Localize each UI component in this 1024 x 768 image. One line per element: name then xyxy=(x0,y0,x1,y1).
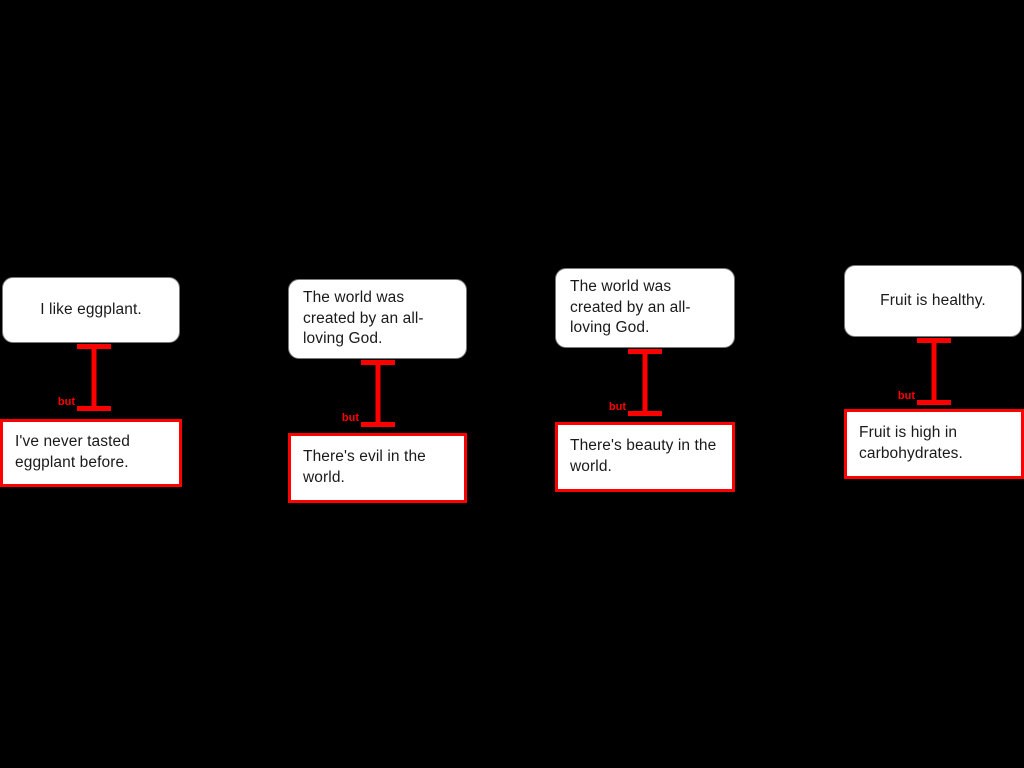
claim-node-4-text: Fruit is healthy. xyxy=(880,291,986,309)
connector-top-cap-icon xyxy=(917,338,951,343)
connector-bottom-cap-icon xyxy=(361,422,395,427)
objection-node-1-text: I've never tasted eggplant before. xyxy=(15,433,130,471)
connector-stem-icon xyxy=(931,342,937,401)
connector-bottom-cap-icon xyxy=(628,411,662,416)
claim-node-2[interactable]: The world was created by an all-loving G… xyxy=(288,279,467,359)
connector-stem-icon xyxy=(642,353,648,412)
claim-node-3-text: The world was created by an all-loving G… xyxy=(570,278,691,337)
objection-node-3[interactable]: There's beauty in the world. xyxy=(555,422,735,492)
objection-connector-1[interactable]: but xyxy=(58,344,114,411)
claim-node-1-text: I like eggplant. xyxy=(40,300,142,318)
relation-label-4: but xyxy=(897,390,915,402)
objection-connector-2[interactable]: but xyxy=(342,360,398,427)
connector-top-cap-icon xyxy=(628,349,662,354)
objection-node-2-text: There's evil in the world. xyxy=(303,448,426,486)
objection-connector-3[interactable]: but xyxy=(609,349,665,416)
claim-node-4[interactable]: Fruit is healthy. xyxy=(844,265,1022,337)
objection-node-4-text: Fruit is high in carbohydrates. xyxy=(859,424,963,462)
claim-node-1[interactable]: I like eggplant. xyxy=(2,277,180,343)
objection-node-2[interactable]: There's evil in the world. xyxy=(288,433,467,503)
connector-stem-icon xyxy=(91,348,97,407)
connector-top-cap-icon xyxy=(77,344,111,349)
claim-node-2-text: The world was created by an all-loving G… xyxy=(303,289,424,348)
relation-label-2: but xyxy=(341,412,359,424)
objection-node-4[interactable]: Fruit is high in carbohydrates. xyxy=(844,409,1024,479)
connector-top-cap-icon xyxy=(361,360,395,365)
objection-node-3-text: There's beauty in the world. xyxy=(570,437,717,475)
claim-node-3[interactable]: The world was created by an all-loving G… xyxy=(555,268,735,348)
relation-label-1: but xyxy=(57,396,75,408)
objection-node-1[interactable]: I've never tasted eggplant before. xyxy=(0,419,182,487)
connector-bottom-cap-icon xyxy=(917,400,951,405)
connector-bottom-cap-icon xyxy=(77,406,111,411)
objection-connector-4[interactable]: but xyxy=(898,338,954,405)
connector-stem-icon xyxy=(375,364,381,423)
relation-label-3: but xyxy=(608,401,626,413)
